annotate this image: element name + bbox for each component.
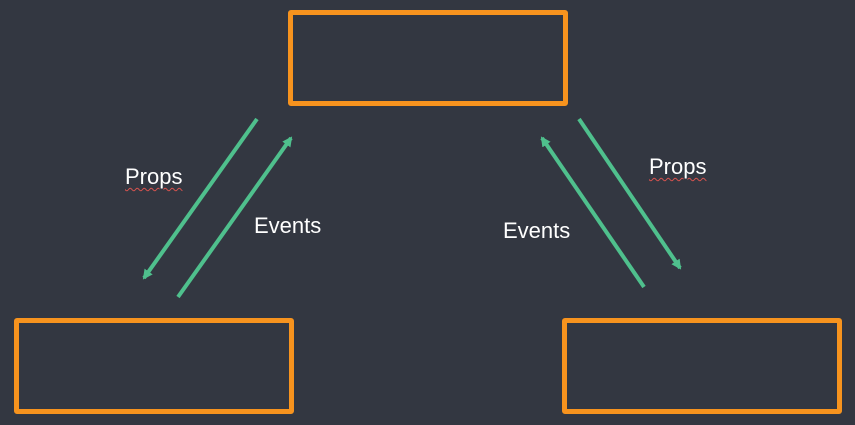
events-label-left: Events <box>254 213 322 238</box>
events-label-right: Events <box>503 218 571 243</box>
events-arrow-right <box>540 136 646 289</box>
right-child-component-box <box>562 318 842 414</box>
props-arrow-left <box>142 117 259 280</box>
props-label-right: Props <box>649 154 707 179</box>
parent-component-box <box>288 10 568 106</box>
left-child-component-box <box>14 318 294 414</box>
props-label-left: Props <box>125 164 183 189</box>
props-arrow-right <box>577 117 682 270</box>
events-arrow-left <box>176 136 293 299</box>
